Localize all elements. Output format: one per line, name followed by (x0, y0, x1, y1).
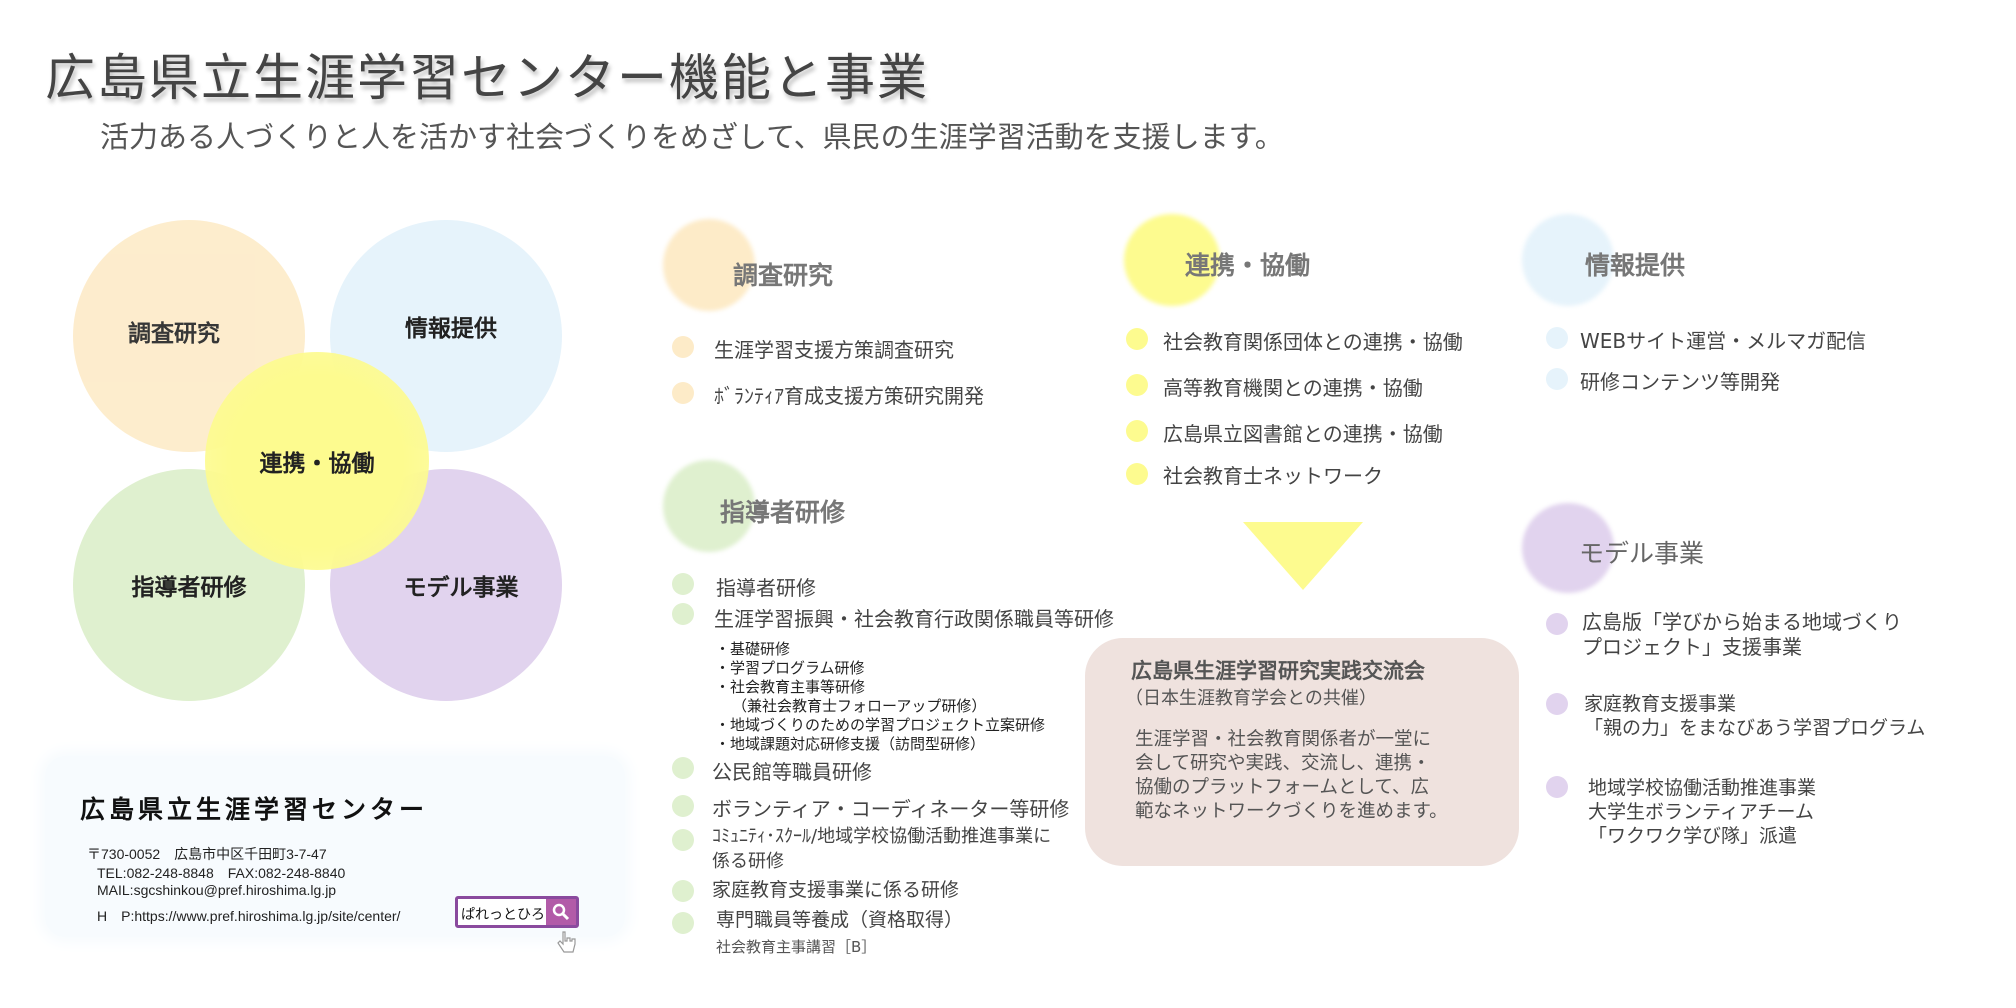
model-heading-circle (1522, 503, 1614, 593)
list-item: 広島県立図書館との連携・協働 (1163, 422, 1443, 446)
circle-collab: 連携・協働 (205, 352, 429, 570)
phone-fax: TEL:082-248-8848 FAX:082-248-8840 (97, 865, 346, 881)
collab-heading: 連携・協働 (1185, 251, 1311, 280)
bullet-icon (1546, 776, 1568, 798)
circle-label: 指導者研修 (131, 575, 247, 601)
circle-label: 調査研究 (128, 321, 220, 347)
address: 〒730-0052 広島市中区千田町3-7-47 (87, 846, 327, 862)
bullet-icon (672, 880, 694, 902)
homepage-url[interactable]: H P:https://www.pref.hiroshima.lg.jp/sit… (97, 908, 401, 924)
collab-heading-circle (1124, 214, 1220, 306)
description-line: 協働のプラットフォームとして、広 (1135, 777, 1429, 798)
list-item: ﾎﾞﾗﾝﾃｨｱ育成支援方策研究開発 (714, 384, 984, 408)
circle-research: 調査研究 (73, 220, 305, 452)
list-item: 指導者研修 (716, 576, 816, 600)
research-heading-circle (663, 219, 755, 311)
circle-label: 情報提供 (405, 316, 497, 342)
list-item: 研修コンテンツ等開発 (1580, 370, 1780, 394)
bullet-icon (672, 382, 694, 404)
center-name: 広島県立生涯学習センター (80, 795, 429, 824)
list-item: 生涯学習支援方策調査研究 (714, 338, 954, 362)
circle-training: 指導者研修 (73, 469, 305, 701)
info-heading-circle (1522, 214, 1614, 306)
list-item: WEBサイト運営・メルマガ配信 (1580, 329, 1867, 353)
bullet-icon (1126, 374, 1148, 396)
description-line: 会して研究や実践、交流し、連携・ (1135, 753, 1431, 774)
model-heading: モデル事業 (1579, 539, 1705, 568)
sub-item: ・学習プログラム研修 (715, 659, 865, 677)
bullet-icon (1546, 613, 1568, 635)
list-item: 社会教育士ネットワーク (1163, 464, 1383, 488)
exchange-description: 生涯学習・社会教育関係者が一堂に 会して研究や実践、交流し、連携・ 協働のプラッ… (1135, 728, 1448, 824)
circle-label: 連携・協働 (259, 451, 375, 477)
bullet-icon (672, 336, 694, 358)
circle-label: モデル事業 (403, 575, 519, 601)
bullet-icon (672, 603, 694, 625)
page-title: 広島県立生涯学習センター機能と事業 (45, 49, 929, 107)
email: MAIL:sgcshinkou@pref.hiroshima.lg.jp (97, 882, 337, 898)
bullet-icon (672, 829, 694, 851)
description-line: 生涯学習・社会教育関係者が一堂に (1135, 729, 1432, 750)
bullet-icon (1546, 693, 1568, 715)
center-info-card: 広島県立生涯学習センター 〒730-0052 広島市中区千田町3-7-47 TE… (45, 756, 625, 953)
list-item: ボランティア・コーディネーター等研修 (712, 797, 1070, 821)
bullet-icon (1126, 463, 1148, 485)
page-subtitle: 活力ある人づくりと人を活かす社会づくりをめざして、県民の生涯学習活動を支援します… (100, 120, 1284, 154)
sub-item: ・地域づくりのための学習プロジェクト立案研修 (715, 716, 1046, 734)
list-item: 家庭教育支援事業「親の力」をまなびあう学習プログラム (1584, 693, 1926, 739)
bullet-icon (672, 912, 694, 934)
sub-item: ・基礎研修 (715, 640, 791, 658)
bullet-icon (672, 757, 694, 779)
bullet-icon (1546, 368, 1568, 390)
pointer-hand-icon (557, 930, 577, 954)
exchange-subtitle: （日本生涯教育学会との共催） (1125, 688, 1377, 709)
bullet-icon (1126, 420, 1148, 442)
sub-item: ・地域課題対応研修支援（訪問型研修） (715, 735, 986, 753)
list-item: 社会教育関係団体との連携・協働 (1163, 330, 1463, 354)
training-heading-circle (663, 460, 755, 552)
description-line: 範なネットワークづくりを進めます。 (1135, 801, 1448, 822)
magnifier-icon[interactable] (546, 899, 576, 925)
bullet-icon (1546, 327, 1568, 349)
search-box[interactable]: ぱれっとひろしま (455, 896, 579, 928)
exchange-title: 広島県生涯学習研究実践交流会 (1131, 659, 1425, 683)
list-item: 家庭教育支援事業に係る研修 (712, 879, 960, 901)
sub-item: （兼社会教育士フォローアップ研修） (732, 697, 987, 715)
bullet-icon (672, 573, 694, 595)
arrow-down-icon (1243, 522, 1363, 590)
sub-item: ・社会教育主事等研修 (715, 678, 866, 696)
bullet-icon (672, 795, 694, 817)
bullet-icon (1126, 328, 1148, 350)
list-item: 係る研修 (712, 851, 784, 872)
search-input[interactable]: ぱれっとひろしま (461, 907, 546, 923)
info-heading: 情報提供 (1585, 251, 1686, 280)
list-item: 公民館等職員研修 (712, 760, 872, 784)
exchange-meeting-box: 広島県生涯学習研究実践交流会 （日本生涯教育学会との共催） 生涯学習・社会教育関… (1085, 638, 1519, 866)
list-item: 広島版「学びから始まる地域づくりプロジェクト」支援事業 (1582, 610, 1902, 659)
training-heading: 指導者研修 (720, 498, 846, 527)
list-item: 生涯学習振興・社会教育行政関係職員等研修 (714, 607, 1114, 631)
list-item: 地域学校協働活動推進事業大学生ボランティアチーム「ワクワク学び隊」派遣 (1588, 777, 1817, 847)
list-item: 専門職員等養成（資格取得） (716, 909, 964, 931)
research-heading: 調査研究 (733, 261, 834, 290)
list-item: 高等教育機関との連携・協働 (1163, 376, 1423, 400)
sub-item: 社会教育主事講習［B］ (716, 938, 877, 956)
list-item: ｺﾐｭﾆﾃｨ･ｽｸｰﾙ/地域学校協働活動推進事業に (712, 826, 1052, 847)
